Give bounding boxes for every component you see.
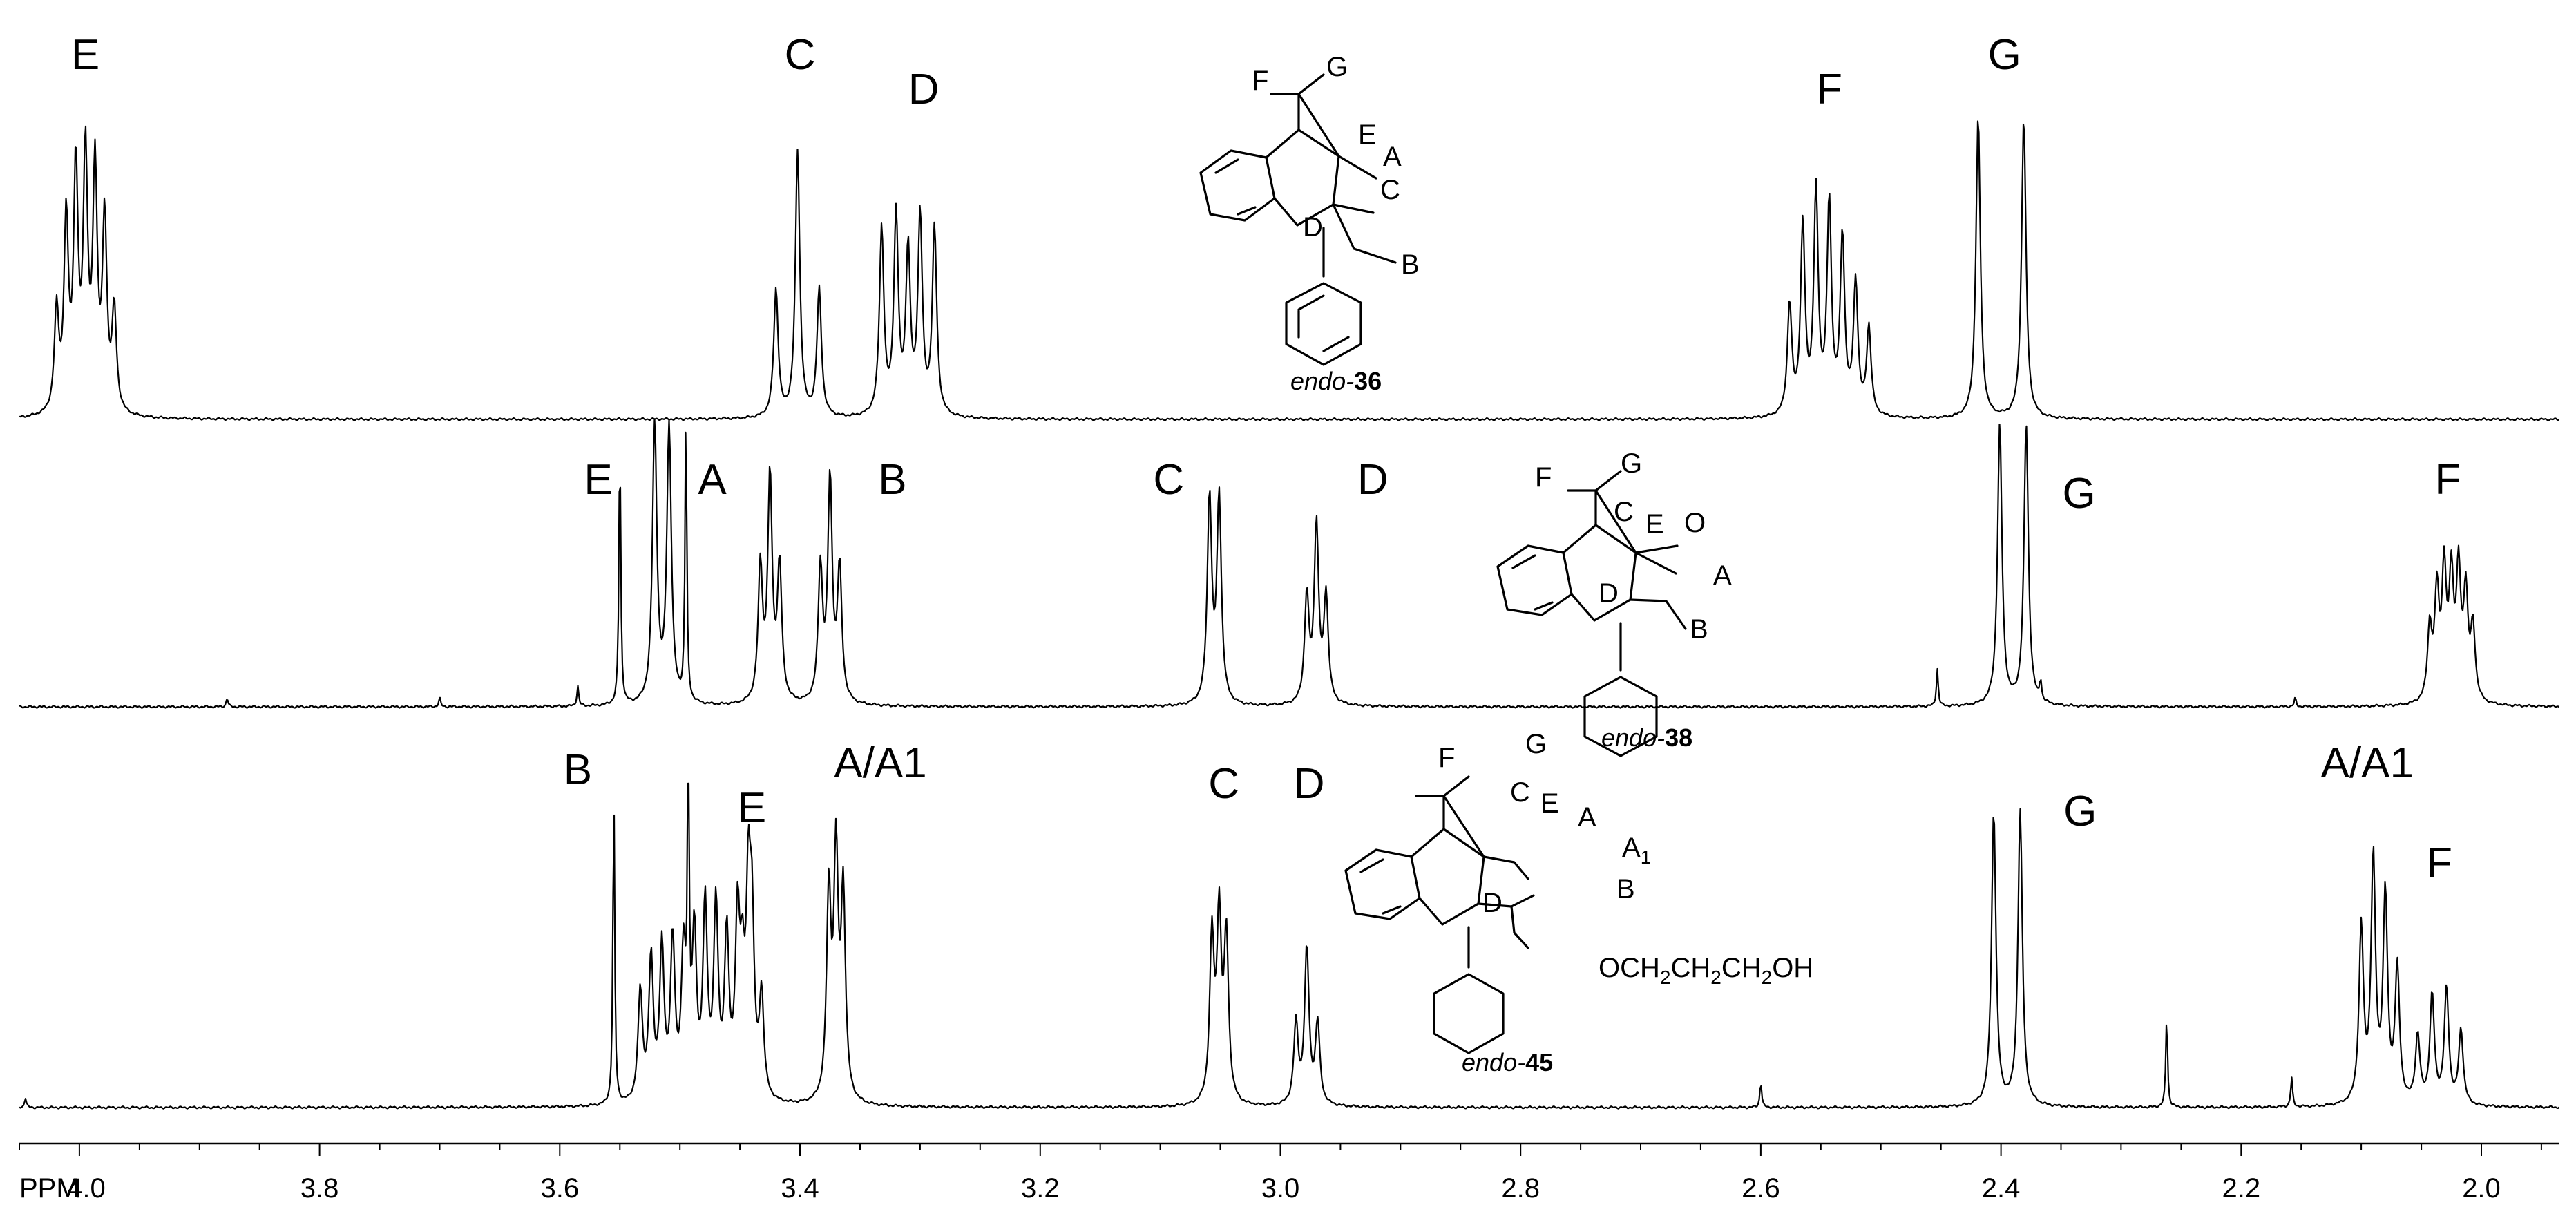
spectrum-38	[19, 418, 2560, 709]
struct45-caption: endo-45	[1462, 1048, 1553, 1076]
peak-label-1-0: E	[584, 456, 612, 504]
peak-label-2-2: A/A1	[834, 739, 926, 787]
spectrum-36	[19, 120, 2559, 421]
peak-label-1-6: F	[2434, 456, 2461, 504]
struct38-label-A: A	[1713, 560, 1732, 591]
struct45-label-F: F	[1438, 743, 1455, 773]
struct36-caption: endo-36	[1290, 367, 1382, 395]
struct45-label-A: A	[1578, 802, 1596, 833]
spectrum-trace	[19, 120, 2559, 421]
struct38-label-E: E	[1645, 509, 1664, 540]
struct45-label-E: E	[1540, 788, 1559, 819]
struct38-label-B: B	[1690, 614, 1708, 645]
peak-label-1-2: B	[878, 456, 906, 504]
x-tick-label-2.8: 2.8	[1501, 1173, 1540, 1204]
peak-label-0-1: C	[785, 31, 816, 79]
x-tick-label-4.0: 4.0	[67, 1173, 106, 1204]
struct38-label-F: F	[1535, 462, 1552, 493]
struct36-label-A: A	[1383, 142, 1402, 172]
x-tick-label-3.0: 3.0	[1261, 1173, 1300, 1204]
peak-label-1-1: A	[698, 456, 727, 504]
struct38-label-C: C	[1614, 497, 1634, 527]
peak-label-0-0: E	[71, 31, 99, 79]
x-tick-label-2.6: 2.6	[1742, 1173, 1780, 1204]
x-axis-ticks: 4.0 3.8 3.6 3.4 3.2 3.0 2.8 2.6 2.4 2.2 2.0	[19, 1143, 2542, 1204]
peak-label-2-0: B	[564, 746, 592, 794]
structure-endo-38: F G C E O A D B endo-38	[1496, 448, 1732, 757]
structure-endo-45: F G C E A A1 D B OCH2CH2CH2OH endo-45	[1344, 729, 1813, 1076]
struct36-label-F: F	[1252, 66, 1268, 96]
peak-label-2-3: C	[1208, 760, 1239, 808]
peak-label-2-5: G	[2063, 788, 2097, 835]
struct38-label-D: D	[1599, 578, 1619, 609]
x-axis-unit-label: PPM	[19, 1173, 79, 1204]
struct36-label-C: C	[1380, 175, 1400, 205]
x-tick-label-3.6: 3.6	[540, 1173, 579, 1204]
x-tick-label-3.4: 3.4	[781, 1173, 819, 1204]
x-tick-label-2.0: 2.0	[2462, 1173, 2501, 1204]
struct36-label-D: D	[1303, 212, 1323, 243]
peak-label-0-4: G	[1988, 31, 2021, 79]
peak-label-2-6: A/A1	[2321, 739, 2414, 787]
peak-label-0-2: D	[908, 66, 939, 113]
x-tick-label-3.2: 3.2	[1021, 1173, 1060, 1204]
struct45-label-D: D	[1482, 888, 1502, 918]
struct36-label-B: B	[1401, 249, 1420, 280]
struct38-caption: endo-38	[1601, 723, 1692, 752]
spectrum-trace	[19, 782, 2560, 1110]
spectrum-45	[19, 782, 2560, 1110]
peak-label-1-5: G	[2062, 470, 2095, 517]
structure-endo-36: F G E A C D B endo-36	[1199, 52, 1420, 395]
struct38-label-G: G	[1621, 448, 1642, 479]
x-tick-label-3.8: 3.8	[300, 1173, 339, 1204]
struct45-label-A1: A1	[1622, 833, 1651, 868]
peak-label-1-3: C	[1153, 456, 1184, 504]
peak-label-2-1: E	[738, 784, 766, 832]
struct36-label-G: G	[1326, 52, 1348, 82]
x-tick-label-2.2: 2.2	[2222, 1173, 2260, 1204]
peak-label-1-4: D	[1357, 456, 1389, 504]
struct45-label-G: G	[1525, 729, 1547, 759]
x-tick-label-2.4: 2.4	[1982, 1173, 2021, 1204]
peak-label-2-4: D	[1294, 760, 1325, 808]
peak-label-2-7: F	[2426, 839, 2452, 887]
struct45-substituent: OCH2CH2CH2OH	[1599, 953, 1813, 988]
x-axis: 4.0 3.8 3.6 3.4 3.2 3.0 2.8 2.6 2.4 2.2 2.0 PPM	[19, 1142, 2559, 1204]
struct38-label-O: O	[1684, 508, 1706, 538]
peak-label-0-3: F	[1816, 66, 1842, 113]
struct45-label-B: B	[1616, 874, 1635, 904]
spectrum-trace	[19, 418, 2560, 709]
struct45-label-C: C	[1510, 777, 1530, 808]
struct36-label-E: E	[1358, 120, 1377, 150]
